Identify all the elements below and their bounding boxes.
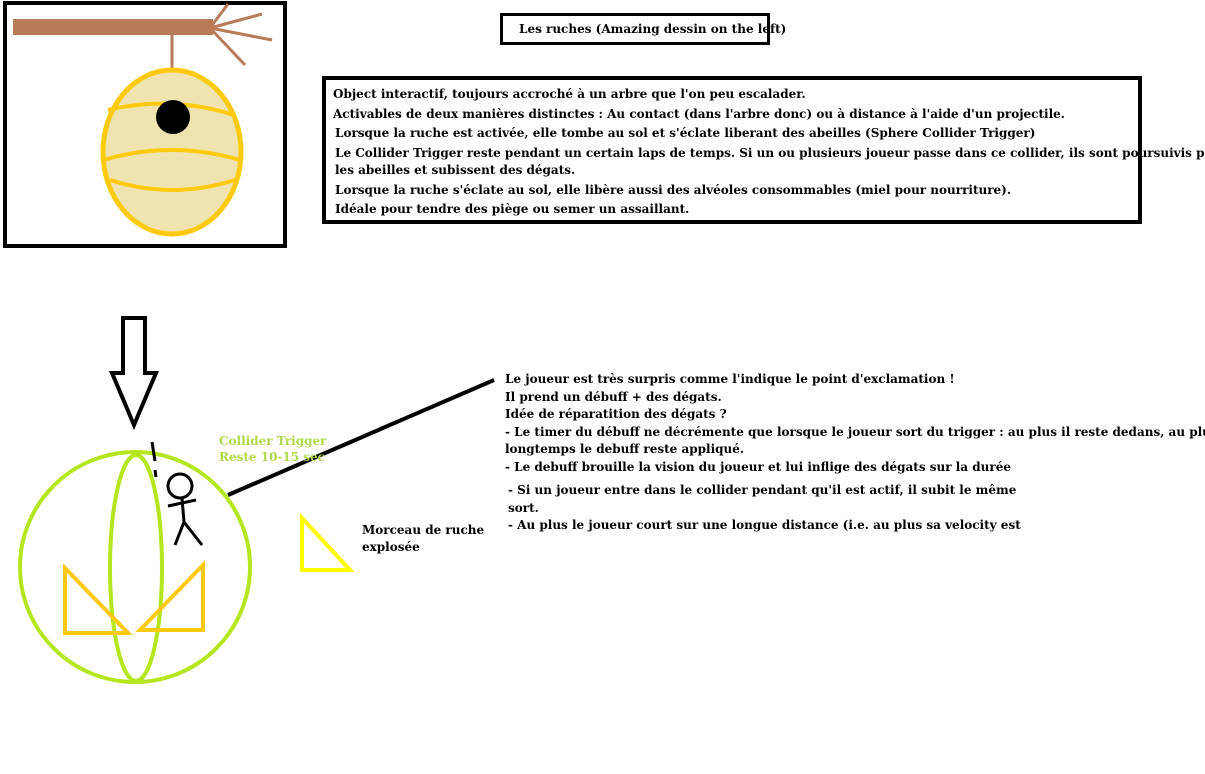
player-stick-figure — [150, 441, 204, 546]
description-line: Le Collider Trigger reste pendant un cer… — [335, 145, 1205, 160]
exploded-hive-piece — [300, 512, 355, 572]
collider-label-line: Reste 10-15 sec — [219, 450, 325, 464]
hive-drawing-frame — [3, 1, 287, 248]
player-note-line: longtemps le debuff reste appliqué. — [505, 442, 745, 456]
description-line: Lorsque la ruche est activée, elle tombe… — [335, 126, 1036, 140]
player-note-line: - Le timer du débuff ne décrémente que l… — [505, 424, 1205, 439]
description-line: Idéale pour tendre des piège ou semer un… — [335, 202, 690, 216]
hive-piece-label-line: Morceau de ruche — [362, 523, 485, 537]
description-box — [322, 76, 1142, 224]
tree-branch — [13, 3, 273, 70]
player-note-line: - Si un joueur entre dans le collider pe… — [508, 483, 1017, 497]
page-title: Les ruches (Amazing dessin on the left) — [519, 22, 787, 36]
player-note-line: Il prend un débuff + des dégats. — [505, 389, 722, 404]
player-note-line: - Au plus le joueur court sur une longue… — [508, 518, 1021, 532]
title-box — [500, 13, 770, 45]
description-line: Lorsque la ruche s'éclate au sol, elle l… — [335, 182, 1012, 197]
player-note-line: sort. — [508, 500, 539, 515]
pointer-line — [227, 378, 495, 497]
collider-sphere — [18, 450, 252, 684]
hive-piece-label-line: explosée — [362, 540, 420, 554]
collider-label-line: Collider Trigger — [219, 434, 327, 448]
hive-entrance-hole — [156, 100, 190, 134]
player-note-line: - Le debuff brouille la vision du joueur… — [505, 459, 1011, 474]
player-notes: Le joueur est très surpris comme l'indiq… — [505, 371, 1205, 535]
description-line: Object interactif, toujours accroché à u… — [333, 87, 806, 101]
hive-piece-right — [135, 560, 205, 632]
description-line: les abeilles et subissent des dégats. — [335, 163, 576, 177]
beehive — [100, 67, 244, 237]
hive-piece-left — [63, 563, 133, 635]
description-line: Activables de deux manières distinctes :… — [333, 106, 1065, 121]
description-text: Object interactif, toujours accroché à u… — [333, 85, 1205, 220]
hive-piece-label: Morceau de ruche explosée — [362, 522, 484, 556]
player-note-line: Le joueur est très surpris comme l'indiq… — [505, 372, 955, 386]
player-note-line: Idée de réparatition des dégats ? — [505, 407, 727, 421]
down-arrow-icon — [108, 316, 160, 431]
collider-label: Collider Trigger Reste 10-15 sec — [219, 433, 326, 465]
